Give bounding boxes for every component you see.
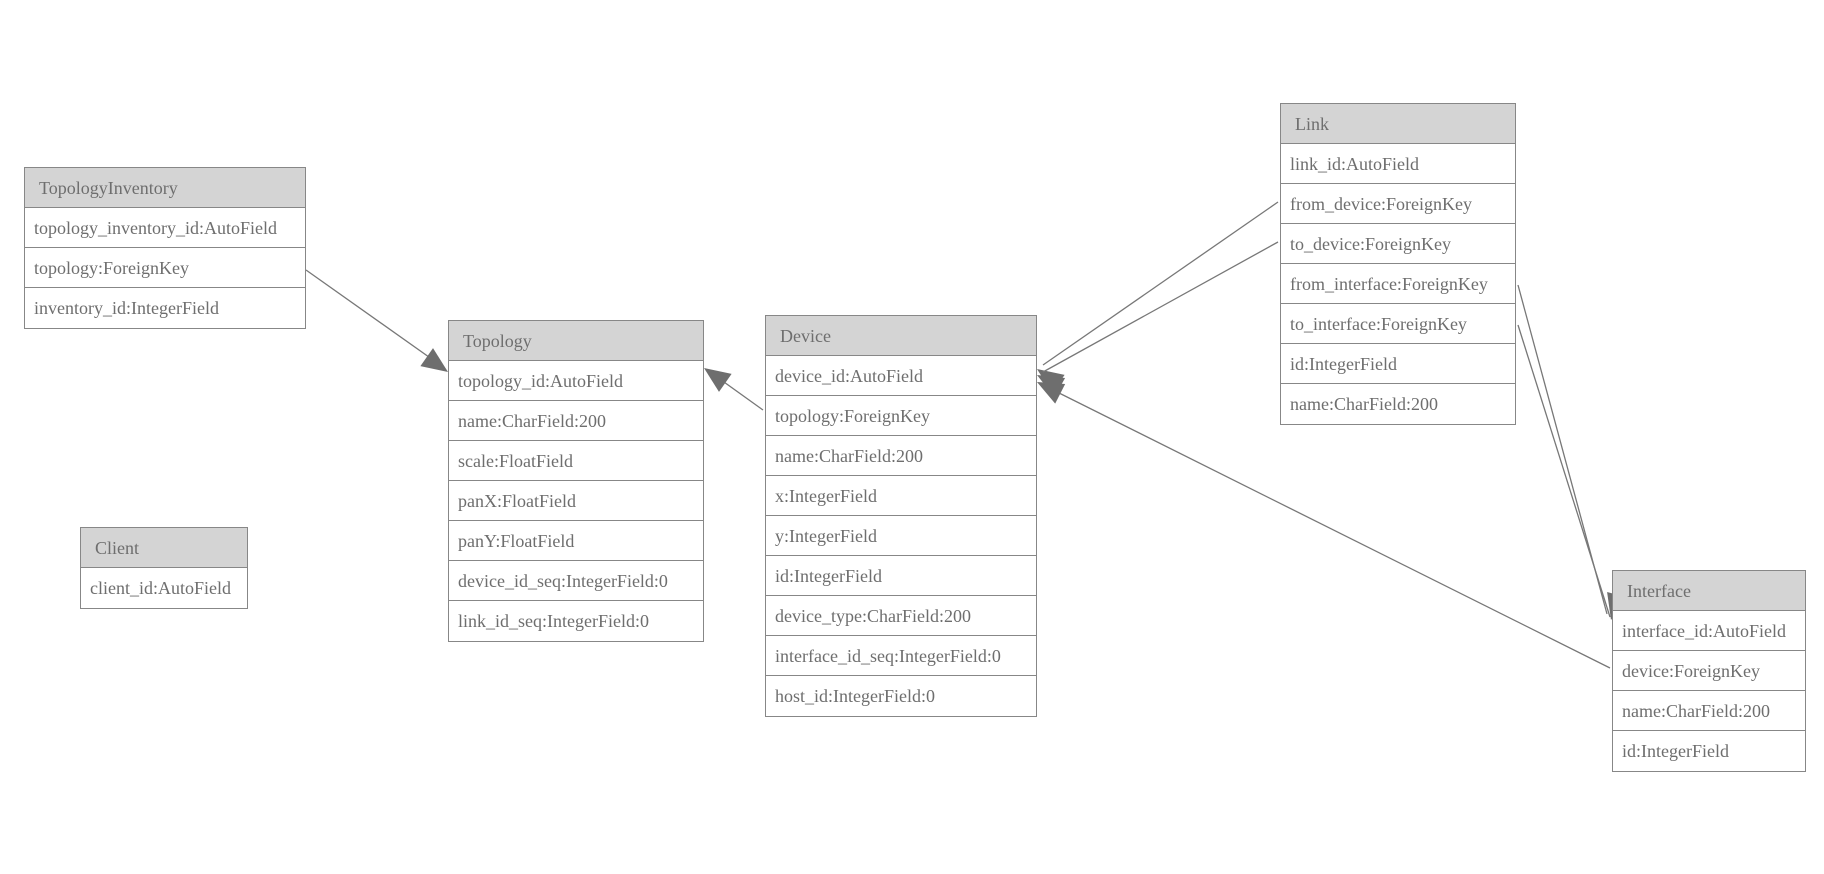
field-row[interactable]: to_device:ForeignKey [1281, 224, 1515, 264]
field-row[interactable]: link_id_seq:IntegerField:0 [449, 601, 703, 641]
field-row[interactable]: x:IntegerField [766, 476, 1036, 516]
field-row[interactable]: to_interface:ForeignKey [1281, 304, 1515, 344]
relationship-line [305, 269, 444, 368]
field-row[interactable]: link_id:AutoField [1281, 144, 1515, 184]
entity-fields-client: client_id:AutoField [81, 568, 247, 608]
relationship-line [1517, 324, 1611, 618]
field-row[interactable]: id:IntegerField [1613, 731, 1805, 771]
field-row[interactable]: from_interface:ForeignKey [1281, 264, 1515, 304]
field-row[interactable]: client_id:AutoField [81, 568, 247, 608]
relationship-line [709, 371, 764, 411]
field-row[interactable]: scale:FloatField [449, 441, 703, 481]
field-row[interactable]: device_id:AutoField [766, 356, 1036, 396]
field-row[interactable]: y:IntegerField [766, 516, 1036, 556]
entity-title-device: Device [766, 316, 1036, 356]
entity-title-topology: Topology [449, 321, 703, 361]
field-row[interactable]: topology_inventory_id:AutoField [25, 208, 305, 248]
field-row[interactable]: topology:ForeignKey [766, 396, 1036, 436]
entity-title-topology_inventory: TopologyInventory [25, 168, 305, 208]
rel-link-from-device [1037, 201, 1279, 393]
field-row[interactable]: id:IntegerField [766, 556, 1036, 596]
field-row[interactable]: id:IntegerField [1281, 344, 1515, 384]
field-row[interactable]: name:CharField:200 [1613, 691, 1805, 731]
field-row[interactable]: from_device:ForeignKey [1281, 184, 1515, 224]
entity-title-link: Link [1281, 104, 1515, 144]
field-row[interactable]: name:CharField:200 [1281, 384, 1515, 424]
entity-title-client: Client [81, 528, 247, 568]
field-row[interactable]: panX:FloatField [449, 481, 703, 521]
field-row[interactable]: name:CharField:200 [766, 436, 1036, 476]
rel-link-to-device [1037, 241, 1279, 398]
entity-title-interface: Interface [1613, 571, 1805, 611]
field-row[interactable]: host_id:IntegerField:0 [766, 676, 1036, 716]
field-row[interactable]: device_type:CharField:200 [766, 596, 1036, 636]
field-row[interactable]: device:ForeignKey [1613, 651, 1805, 691]
relationship-line [1042, 384, 1611, 669]
field-row[interactable]: inventory_id:IntegerField [25, 288, 305, 328]
rel-topologyinventory-topology [305, 269, 448, 372]
field-row[interactable]: name:CharField:200 [449, 401, 703, 441]
relationship-line [1042, 241, 1279, 373]
relationship-line [1042, 201, 1279, 366]
field-row[interactable]: device_id_seq:IntegerField:0 [449, 561, 703, 601]
field-row[interactable]: interface_id_seq:IntegerField:0 [766, 636, 1036, 676]
field-row[interactable]: topology:ForeignKey [25, 248, 305, 288]
field-row[interactable]: panY:FloatField [449, 521, 703, 561]
relationship-line [1517, 284, 1608, 615]
field-row[interactable]: interface_id:AutoField [1613, 611, 1805, 651]
field-row[interactable]: topology_id:AutoField [449, 361, 703, 401]
rel-device-topology [704, 368, 764, 411]
